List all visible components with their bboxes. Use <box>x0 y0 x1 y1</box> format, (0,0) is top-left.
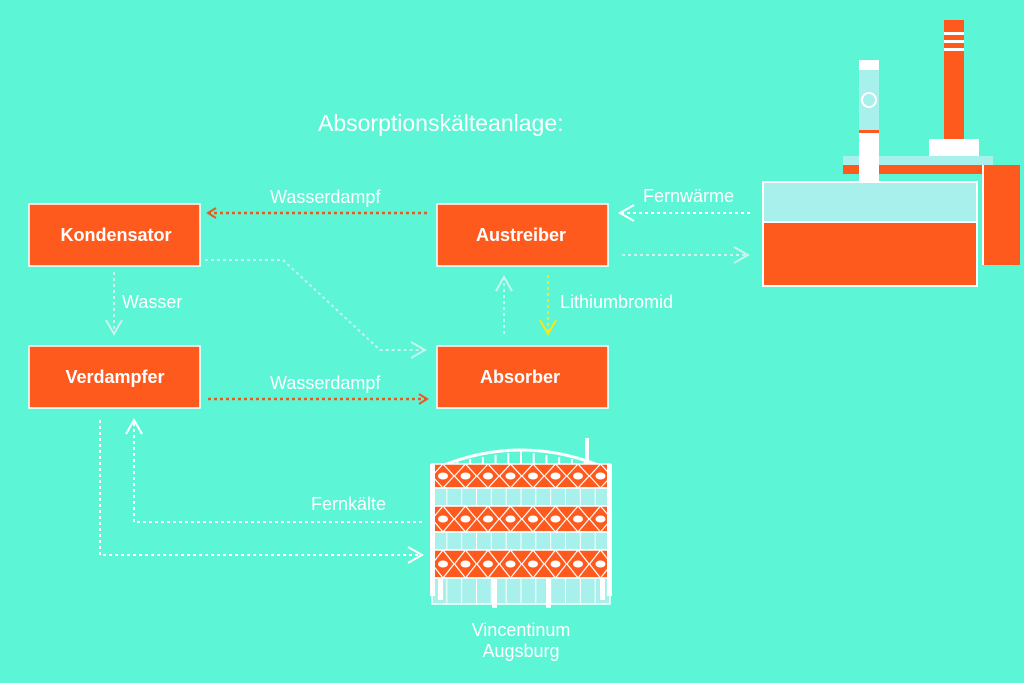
edge-fernkaelte <box>125 417 422 523</box>
edge-fernkaelte-label: Fernkälte <box>311 494 386 514</box>
diagram-title: Absorptionskälteanlage: <box>318 110 564 136</box>
node-kondensator: Kondensator <box>28 203 201 267</box>
node-verdampfer: Verdampfer <box>28 345 201 409</box>
edge-wasserdampf-top-label: Wasserdampf <box>270 187 381 207</box>
node-verdampfer-label: Verdampfer <box>65 367 164 387</box>
node-absorber-label: Absorber <box>480 367 560 387</box>
edge-kondensator-absorber <box>205 259 428 359</box>
power-plant-icon <box>762 20 1020 287</box>
node-kondensator-label: Kondensator <box>60 225 171 245</box>
edge-wasserdampf-bottom-label: Wasserdampf <box>270 373 381 393</box>
node-austreiber-label: Austreiber <box>476 225 566 245</box>
round-building-icon <box>430 438 613 608</box>
building-name-line1: Vincentinum <box>472 620 571 640</box>
edge-lithiumbromid-label: Lithiumbromid <box>560 292 673 312</box>
building-name-line2: Augsburg <box>482 641 559 661</box>
edge-fernkaelte-return <box>99 420 425 564</box>
node-absorber: Absorber <box>436 345 609 409</box>
edge-fernwaerme-label: Fernwärme <box>643 186 734 206</box>
node-austreiber: Austreiber <box>436 203 609 267</box>
edge-wasser-label: Wasser <box>122 292 182 312</box>
